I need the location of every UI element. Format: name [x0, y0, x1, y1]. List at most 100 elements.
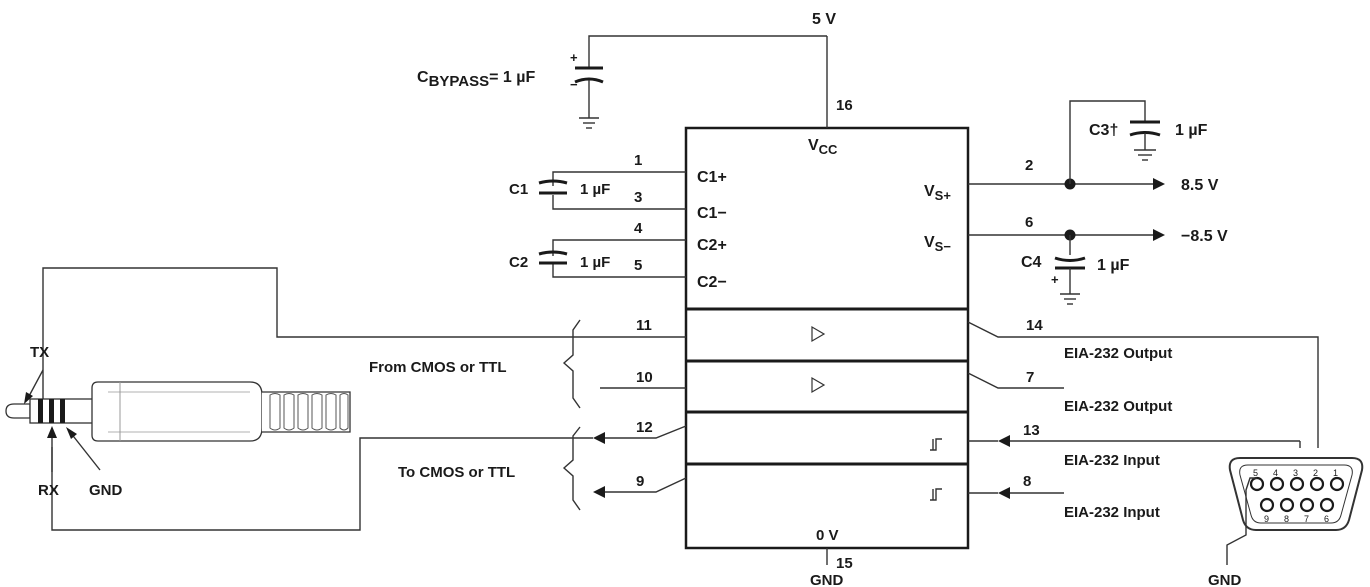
to-cmos-label: To CMOS or TTL: [398, 464, 515, 481]
vcc-rail-label: 5 V: [812, 11, 836, 28]
ic-chip: [684, 126, 970, 550]
jack-ring: [49, 399, 54, 423]
pin-number: 4: [634, 220, 643, 237]
pin-number: 3: [634, 189, 642, 206]
c3-value: 1 µF: [1175, 122, 1208, 139]
tx-label: TX: [30, 344, 49, 361]
db9-pin-number: 7: [1304, 514, 1309, 524]
cap-plate-curved: [1129, 131, 1161, 137]
arrow-left-icon: [998, 487, 1010, 499]
c4-value: 1 µF: [1097, 257, 1130, 274]
gnd-pin-number: 15: [836, 555, 853, 572]
pin-label: C1+: [697, 169, 727, 186]
driver-output-label: EIA-232 Output: [1064, 398, 1172, 415]
receiver-input-label: EIA-232 Input: [1064, 504, 1160, 521]
cap-plate-curved: [574, 77, 604, 84]
polarity-plus: +: [570, 50, 578, 65]
from-cmos-label: From CMOS or TTL: [369, 359, 507, 376]
arrow-right-icon: [1153, 229, 1165, 241]
from-cmos-brace: From CMOS or TTL: [369, 319, 581, 409]
cap-plate-curved: [1054, 256, 1086, 262]
arrow-left-icon: [593, 432, 605, 444]
bypass-label: CBYPASS= 1 µF: [417, 69, 535, 90]
db9-connector: 5 4 3 2 1 9 8 7 6 GND: [1208, 457, 1364, 587]
db9-gnd-wire: [1226, 477, 1257, 565]
c4-name: C4: [1021, 254, 1042, 271]
receiver-1: 13 EIA-232 Input 12: [593, 419, 1301, 469]
arrow-icon: [47, 426, 57, 438]
db9-pin: [1299, 497, 1315, 513]
cap-value: 1 µF: [580, 254, 610, 271]
driver-triangle-icon: [811, 376, 826, 394]
pin-number: 11: [636, 317, 652, 334]
c1-wire: [552, 171, 686, 186]
c3-wire: [1069, 100, 1146, 184]
brace-icon: [562, 319, 581, 409]
receiver-input-label: EIA-232 Input: [1064, 452, 1160, 469]
jack-tip: [5, 403, 31, 419]
jack-body: [91, 381, 263, 442]
driver-triangle-icon: [811, 325, 826, 343]
vs-minus-output: −8.5 V: [1181, 228, 1228, 245]
vcc-pin-number: 16: [836, 97, 853, 114]
driver-2: 10 7 EIA-232 Output: [600, 369, 1172, 415]
db9-pin-number: 9: [1264, 514, 1269, 524]
pin-number: 6: [1025, 214, 1033, 231]
pin-number: 5: [634, 257, 642, 274]
ic-outline: [684, 126, 970, 550]
db9-pin-number: 1: [1333, 468, 1338, 478]
pin-number: 1: [634, 152, 642, 169]
vcc-pin-label: VCC: [808, 137, 838, 157]
driver-1: 11 14 EIA-232 Output: [600, 317, 1319, 448]
pin-number: 7: [1026, 369, 1034, 386]
arrow-right-icon: [1153, 178, 1165, 190]
db9-pin: [1289, 476, 1305, 492]
c2-capacitor: 4 5 C2+ C2− C2 1 µF: [509, 220, 727, 291]
db9-shell: [1228, 457, 1364, 531]
cap-plate-curved: [538, 179, 568, 185]
jack-ring: [60, 399, 65, 423]
db9-pin: [1329, 476, 1345, 492]
driver-output-wire: [967, 321, 1319, 448]
gnd-label: GND: [810, 572, 844, 587]
pin-number: 13: [1023, 422, 1040, 439]
vs-plus-rail: VS+ 2 8.5 V C3† 1 µF: [924, 100, 1219, 203]
to-cmos-brace: To CMOS or TTL: [398, 426, 581, 511]
c1-capacitor: 1 3 C1+ C1− C1 1 µF: [509, 152, 727, 222]
rx-wire: [51, 437, 593, 531]
db9-pin-number: 4: [1273, 468, 1278, 478]
db9-pin: [1259, 497, 1275, 513]
pin-number: 2: [1025, 157, 1033, 174]
bypass-wire: [588, 35, 827, 68]
tx-pointer: [27, 369, 44, 399]
db9-pin: [1269, 476, 1285, 492]
db9-pin: [1279, 497, 1295, 513]
db9-pin-number: 5: [1253, 468, 1258, 478]
jack-ring: [38, 399, 43, 423]
pin-number: 14: [1026, 317, 1043, 334]
pin-number: 8: [1023, 473, 1031, 490]
pin-label: C1−: [697, 205, 727, 222]
jack-wires: [42, 267, 600, 531]
vcc-pin: 5 V 16 VCC: [808, 11, 853, 157]
db9-pin-number: 8: [1284, 514, 1289, 524]
vs-minus-rail: + VS− 6 −8.5 V C4 1 µF: [924, 214, 1228, 305]
db9-pin: [1309, 476, 1325, 492]
pin-label: C2+: [697, 237, 727, 254]
cap-plate-curved: [538, 250, 568, 256]
db9-gnd-label: GND: [1208, 572, 1242, 587]
db9-pin: [1319, 497, 1335, 513]
arrow-left-icon: [998, 435, 1010, 447]
c2-wire: [552, 239, 686, 256]
gnd-pointer: [69, 431, 101, 471]
vs-plus-label: VS+: [924, 183, 951, 203]
jack-strain-relief: [262, 391, 351, 433]
receiver-2: 8 EIA-232 Input 9: [593, 473, 1160, 521]
gnd-pin: 15 0 V GND: [810, 527, 853, 587]
vs-minus-label: VS−: [924, 234, 951, 254]
c3-name: C3†: [1089, 122, 1118, 139]
jack-gnd-label: GND: [89, 482, 123, 499]
pin-number: 10: [636, 369, 653, 386]
